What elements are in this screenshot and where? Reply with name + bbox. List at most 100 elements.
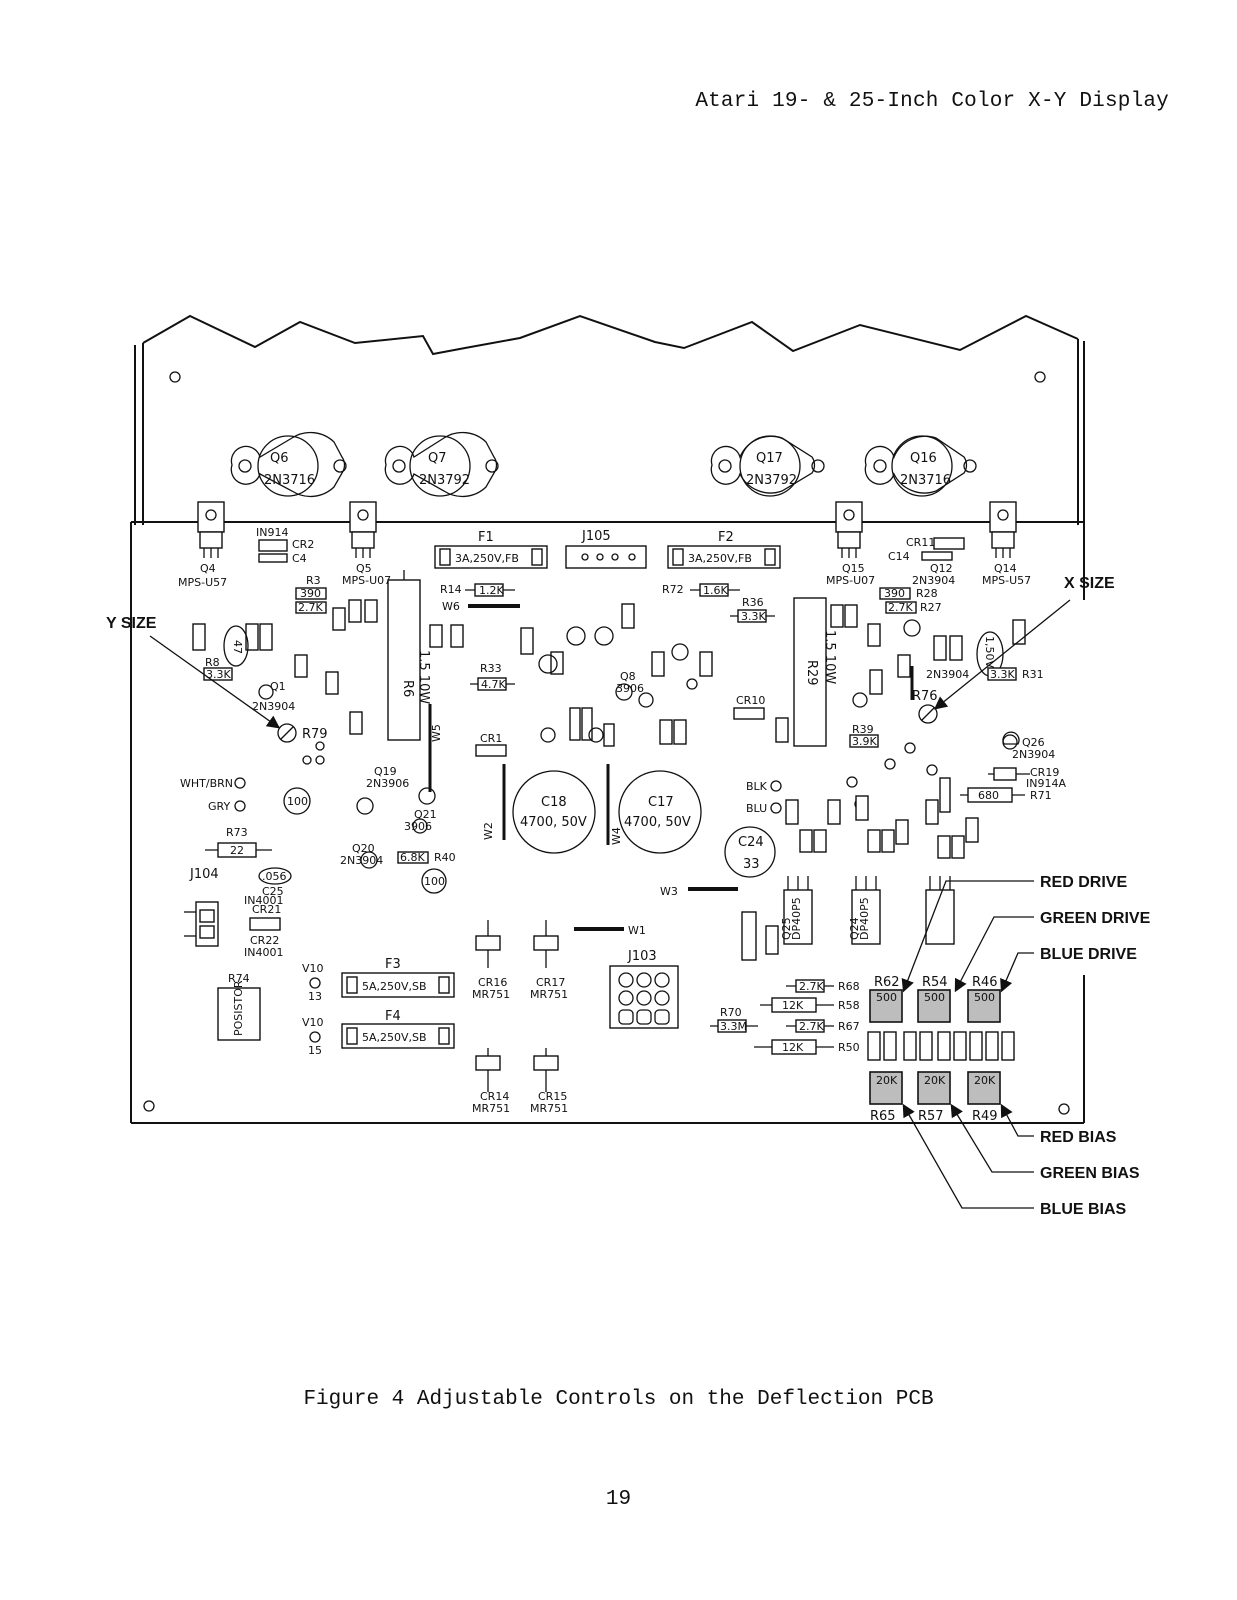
- svg-text:CR17: CR17: [536, 976, 565, 989]
- svg-text:390: 390: [884, 587, 905, 600]
- transistor-ref: Q17: [756, 451, 783, 466]
- resistor: [765, 925, 779, 955]
- pot-r46-blue-drive[interactable]: R46 500: [967, 975, 1001, 1023]
- connector-j105: J105: [565, 529, 647, 569]
- svg-text:2N3904: 2N3904: [912, 574, 955, 587]
- transistor-ref: Q15: [842, 562, 865, 575]
- svg-text:RED DRIVE: RED DRIVE: [1040, 874, 1127, 891]
- small-transistor-q5: Q5 MPS-U07: [342, 501, 391, 587]
- transistor-q7: Q7 2N3792: [384, 431, 499, 498]
- svg-text:47: 47: [231, 640, 244, 654]
- svg-text:R62: R62: [874, 975, 900, 990]
- svg-text:R76: R76: [912, 689, 938, 704]
- fuse-rating: 3A,250V,FB: [455, 552, 519, 565]
- pot-r49-blue-bias[interactable]: 20K R49: [967, 1071, 1001, 1124]
- transistor-part: MPS-U57: [982, 574, 1031, 587]
- pot-r62-red-drive[interactable]: R62 500: [869, 975, 903, 1023]
- svg-text:3.3K: 3.3K: [990, 668, 1015, 681]
- capacitor-c24: C24 33: [724, 826, 776, 878]
- svg-text:Q20: Q20: [352, 842, 375, 855]
- pot-r54-green-drive[interactable]: R54 500: [917, 975, 951, 1023]
- pot-r65-red-bias[interactable]: 20K R65: [869, 1071, 903, 1124]
- svg-text:R8: R8: [205, 656, 220, 669]
- mounting-hole: [1058, 1103, 1070, 1115]
- fuse-f3: F3 5A,250V,SB: [341, 957, 455, 998]
- svg-text:3.3K: 3.3K: [741, 610, 766, 623]
- svg-text:BLUE BIAS: BLUE BIAS: [1040, 1201, 1127, 1218]
- svg-text:R68: R68: [838, 980, 860, 993]
- svg-text:500: 500: [876, 991, 897, 1004]
- diode-cr17: CR17 MR751: [530, 920, 568, 1001]
- diode-cr21-cr22: IN4001 CR21 CR22 IN4001: [244, 894, 283, 959]
- svg-text:CR16: CR16: [478, 976, 507, 989]
- capacitor-c18: C18 4700, 50V: [512, 770, 596, 854]
- svg-text:CR22: CR22: [250, 934, 279, 947]
- svg-text:R58: R58: [838, 999, 860, 1012]
- posistor-r74: R74 POSISTOR: [217, 972, 261, 1041]
- svg-text:V10: V10: [302, 1016, 324, 1029]
- small-transistor-q4: Q4 MPS-U57: [178, 501, 227, 589]
- svg-text:F3: F3: [385, 957, 401, 972]
- svg-text:R79: R79: [302, 727, 328, 742]
- capacitor-c20: 100: [421, 868, 447, 894]
- transistor-q6: Q6 2N3716: [230, 431, 347, 498]
- svg-text:MR751: MR751: [530, 988, 568, 1001]
- fuse-f4: F4 5A,250V,SB: [341, 1009, 455, 1049]
- wire-pad: [770, 802, 782, 814]
- svg-text:W5: W5: [430, 724, 443, 742]
- transistor-q17: Q17 2N3792: [710, 435, 825, 497]
- svg-text:4.7K: 4.7K: [481, 678, 506, 691]
- power-resistor-r29: R29 1.5 10W: [793, 597, 837, 747]
- svg-text:POSISTOR: POSISTOR: [232, 980, 245, 1036]
- svg-text:33: 33: [743, 857, 760, 872]
- svg-text:R67: R67: [838, 1020, 860, 1033]
- svg-text:20K: 20K: [924, 1074, 946, 1087]
- pot-r79[interactable]: R79: [277, 723, 328, 743]
- svg-text:X SIZE: X SIZE: [1064, 575, 1115, 592]
- transistor-part: MPS-U07: [826, 574, 875, 587]
- resistor-r58: 12K R58: [760, 997, 860, 1013]
- svg-text:CR2: CR2: [292, 538, 314, 551]
- svg-text:MR751: MR751: [530, 1102, 568, 1115]
- wire-pad: [234, 777, 246, 789]
- svg-text:R28: R28: [916, 587, 938, 600]
- callout-blue-bias: BLUE BIAS: [902, 1103, 1127, 1218]
- svg-text:RED BIAS: RED BIAS: [1040, 1129, 1117, 1146]
- svg-text:W1: W1: [628, 924, 646, 937]
- pot-r57-green-bias[interactable]: 20K R57: [917, 1071, 951, 1124]
- svg-text:R36: R36: [742, 596, 764, 609]
- svg-text:Q8: Q8: [620, 670, 636, 683]
- resistor-r50: 12K R50: [754, 1039, 860, 1055]
- transistor-ref: Q6: [270, 451, 289, 466]
- small-transistor-q14: Q14 MPS-U57: [982, 501, 1031, 587]
- diode-in914: IN914 CR2 C4: [256, 526, 314, 565]
- transistor-part: 2N3716: [900, 473, 951, 488]
- transistor-ref: Q4: [200, 562, 216, 575]
- pot-r76[interactable]: R76: [912, 689, 938, 724]
- transistor-q26: Q26 2N3904: [1002, 731, 1055, 761]
- svg-text:Q26: Q26: [1022, 736, 1045, 749]
- output-transistor-q25: DP40P5 Q25: [780, 876, 813, 945]
- svg-text:12K: 12K: [782, 999, 804, 1012]
- svg-text:5A,250V,SB: 5A,250V,SB: [362, 1031, 427, 1044]
- svg-text:3.3K: 3.3K: [206, 668, 231, 681]
- svg-text:680: 680: [978, 789, 999, 802]
- svg-text:2N3904: 2N3904: [926, 668, 969, 681]
- svg-text:GREEN DRIVE: GREEN DRIVE: [1040, 910, 1151, 927]
- svg-text:3906: 3906: [616, 682, 644, 695]
- svg-text:BLUE DRIVE: BLUE DRIVE: [1040, 946, 1137, 963]
- svg-text:1.6K: 1.6K: [703, 584, 728, 597]
- svg-text:R27: R27: [920, 601, 942, 614]
- fuse-rating: 3A,250V,FB: [688, 552, 752, 565]
- svg-text:1.5 10W: 1.5 10W: [822, 630, 837, 684]
- drive-resistors: [785, 777, 979, 859]
- resistor-array-right: [775, 604, 1026, 743]
- svg-text:C18: C18: [541, 795, 567, 810]
- callout-blue-drive: BLUE DRIVE: [1000, 946, 1137, 993]
- svg-text:500: 500: [974, 991, 995, 1004]
- transistor-ref: Q14: [994, 562, 1017, 575]
- callout-y-size: Y SIZE: [106, 615, 281, 729]
- svg-text:2.7K: 2.7K: [298, 601, 323, 614]
- svg-text:390: 390: [300, 587, 321, 600]
- diode-cr1: CR1: [475, 732, 507, 757]
